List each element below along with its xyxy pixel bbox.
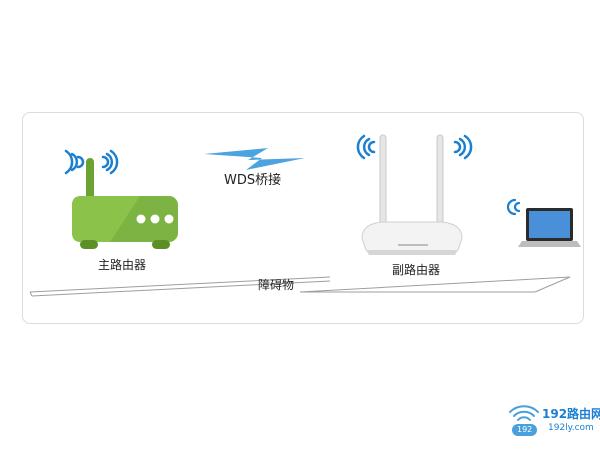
wifi-signal-icon: [453, 134, 473, 160]
wifi-signal-icon: [101, 149, 119, 175]
wifi-signal-icon: [356, 134, 376, 160]
watermark: 192路由网 192 192ly.com: [508, 403, 600, 439]
lightning-link-icon: [204, 148, 305, 170]
watermark-url: 192ly.com: [548, 423, 594, 433]
wifi-signal-icon: [64, 149, 85, 175]
obstacle-label: 障碍物: [258, 278, 295, 292]
main-router-icon: [72, 158, 178, 249]
watermark-wifi-icon: [509, 405, 539, 421]
floor-line: [29, 276, 571, 297]
secondary-router-icon: [361, 134, 463, 255]
watermark-title: 192路由网: [542, 407, 600, 421]
secondary-router-label: 副路由器: [392, 263, 441, 277]
watermark-badge: 192: [512, 424, 538, 436]
main-router-label: 主路由器: [98, 258, 147, 272]
wifi-signal-icon: [506, 198, 521, 216]
wds-bridge-label: WDS桥接: [224, 173, 282, 188]
laptop-icon: [518, 208, 581, 247]
